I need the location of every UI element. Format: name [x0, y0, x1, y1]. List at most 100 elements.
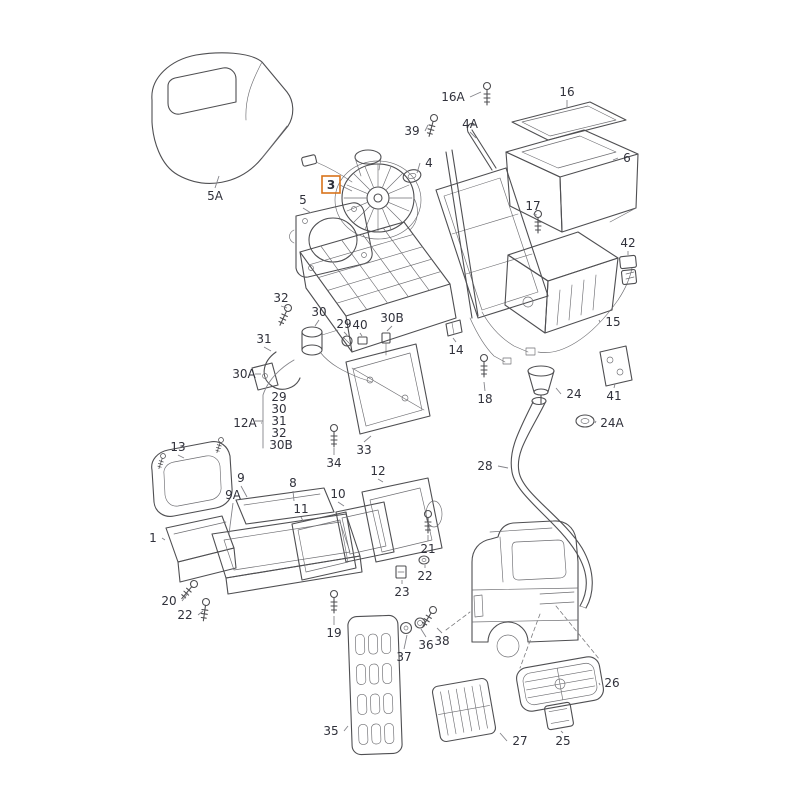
gasket-frame-16 [511, 101, 627, 141]
connector-42 [619, 254, 638, 286]
part-label-39[interactable]: 39 [404, 124, 419, 138]
part-label-27[interactable]: 27 [512, 734, 527, 748]
leader-line-18-20 [483, 381, 486, 392]
leader-line-22-45 [197, 610, 204, 616]
heater-box-housing [299, 221, 457, 353]
part-label-25[interactable]: 25 [555, 734, 570, 748]
part-label-32[interactable]: 32 [273, 291, 288, 305]
part-label-5a[interactable]: 5A [207, 189, 224, 203]
part-label-28[interactable]: 28 [477, 459, 492, 473]
frame-12 [361, 477, 443, 563]
screw-18 [479, 353, 489, 378]
screw-34 [329, 423, 339, 448]
part-label-42[interactable]: 42 [620, 236, 635, 250]
frame-10 [335, 501, 395, 563]
part-label-12[interactable]: 12 [370, 464, 385, 478]
part-label-24a[interactable]: 24A [600, 416, 624, 430]
screw-17 [533, 209, 543, 234]
part-label-31[interactable]: 31 [271, 414, 286, 428]
part-label-23[interactable]: 23 [394, 585, 409, 599]
leader-line-9-34 [240, 485, 248, 498]
leader-line-16a-1 [469, 91, 482, 98]
leader-line-24-21 [555, 387, 562, 395]
leader-line-13-33 [177, 454, 185, 459]
clip-14 [445, 319, 463, 337]
part-label-30[interactable]: 30 [311, 305, 326, 319]
housing-15 [504, 231, 633, 353]
part-label-29[interactable]: 29 [336, 317, 351, 331]
part-label-35[interactable]: 35 [323, 724, 338, 738]
grille-27 [431, 677, 497, 743]
leader-line-37-47 [403, 634, 408, 650]
part-label-22[interactable]: 22 [417, 569, 432, 583]
part-label-9[interactable]: 9 [237, 471, 245, 485]
part-label-19[interactable]: 19 [326, 626, 341, 640]
part-label-30b[interactable]: 30B [269, 438, 293, 452]
leader-line-6-6 [612, 157, 619, 161]
bracket-panel-33 [345, 343, 431, 435]
part-label-14[interactable]: 14 [448, 343, 463, 357]
part-label-6[interactable]: 6 [623, 151, 631, 165]
leader-line-30b-16 [386, 325, 393, 332]
leader-line-26-53 [598, 682, 601, 686]
part-label-20[interactable]: 20 [161, 594, 176, 608]
part-label-36[interactable]: 36 [418, 638, 433, 652]
part-label-34[interactable]: 34 [326, 456, 341, 470]
part-label-40[interactable]: 40 [352, 318, 367, 332]
part-label-10[interactable]: 10 [330, 487, 345, 501]
part-label-30[interactable]: 30 [271, 402, 286, 416]
part-label-9a[interactable]: 9A [225, 488, 242, 502]
screw-22-left [199, 597, 211, 622]
leader-line-27-51 [499, 732, 508, 742]
leader-line-4-5 [416, 162, 421, 174]
bracket-41 [599, 345, 633, 387]
part-label-4a[interactable]: 4A [462, 117, 479, 131]
part-label-16[interactable]: 16 [559, 85, 574, 99]
leader-line-40-15 [359, 332, 363, 337]
leader-lines [161, 91, 629, 742]
leader-line-10-37 [337, 501, 345, 507]
part-label-37[interactable]: 37 [396, 650, 411, 664]
part-label-17[interactable]: 17 [525, 199, 540, 213]
part-label-41[interactable]: 41 [606, 389, 621, 403]
frame-11 [291, 511, 357, 581]
part-label-29[interactable]: 29 [271, 390, 286, 404]
screw-21 [423, 509, 433, 534]
part-label-15[interactable]: 15 [605, 315, 620, 329]
screw-16a [482, 81, 492, 106]
part-label-18[interactable]: 18 [477, 392, 492, 406]
part-label-12a[interactable]: 12A [233, 416, 257, 430]
part-label-31[interactable]: 31 [256, 332, 271, 346]
part-label-32[interactable]: 32 [271, 426, 286, 440]
part-label-26[interactable]: 26 [604, 676, 619, 690]
clip-23 [395, 565, 407, 579]
leader-line-8-36 [292, 490, 295, 502]
part-label-11[interactable]: 11 [293, 502, 308, 516]
part-label-1[interactable]: 1 [149, 531, 157, 545]
cowl-duct-part-5a [151, 52, 294, 184]
part-label-13[interactable]: 13 [170, 440, 185, 454]
duct-9 [235, 487, 335, 525]
part-label-22[interactable]: 22 [177, 608, 192, 622]
leader-line-35-50 [343, 725, 349, 732]
part-label-30b[interactable]: 30B [380, 311, 404, 325]
part-label-16a[interactable]: 16A [441, 90, 465, 104]
leader-line-30-13 [314, 319, 320, 327]
part-label-4[interactable]: 4 [425, 156, 433, 170]
bracket-25 [544, 701, 574, 731]
part-label-33[interactable]: 33 [356, 443, 371, 457]
van-body-outline [445, 520, 601, 669]
leader-line-1-39 [161, 537, 166, 541]
highlight-box-part-3 [321, 175, 341, 194]
leader-line-5-8 [302, 207, 312, 214]
part-label-5[interactable]: 5 [299, 193, 307, 207]
part-label-24[interactable]: 24 [566, 387, 581, 401]
part-label-21[interactable]: 21 [420, 542, 435, 556]
leader-line-5a-0 [214, 175, 220, 189]
part-label-38[interactable]: 38 [434, 634, 449, 648]
water-valve-assembly [251, 302, 391, 391]
part-label-8[interactable]: 8 [289, 476, 297, 490]
part-label-3-highlighted[interactable]: 3 [327, 178, 335, 192]
part-label-30a[interactable]: 30A [232, 367, 256, 381]
